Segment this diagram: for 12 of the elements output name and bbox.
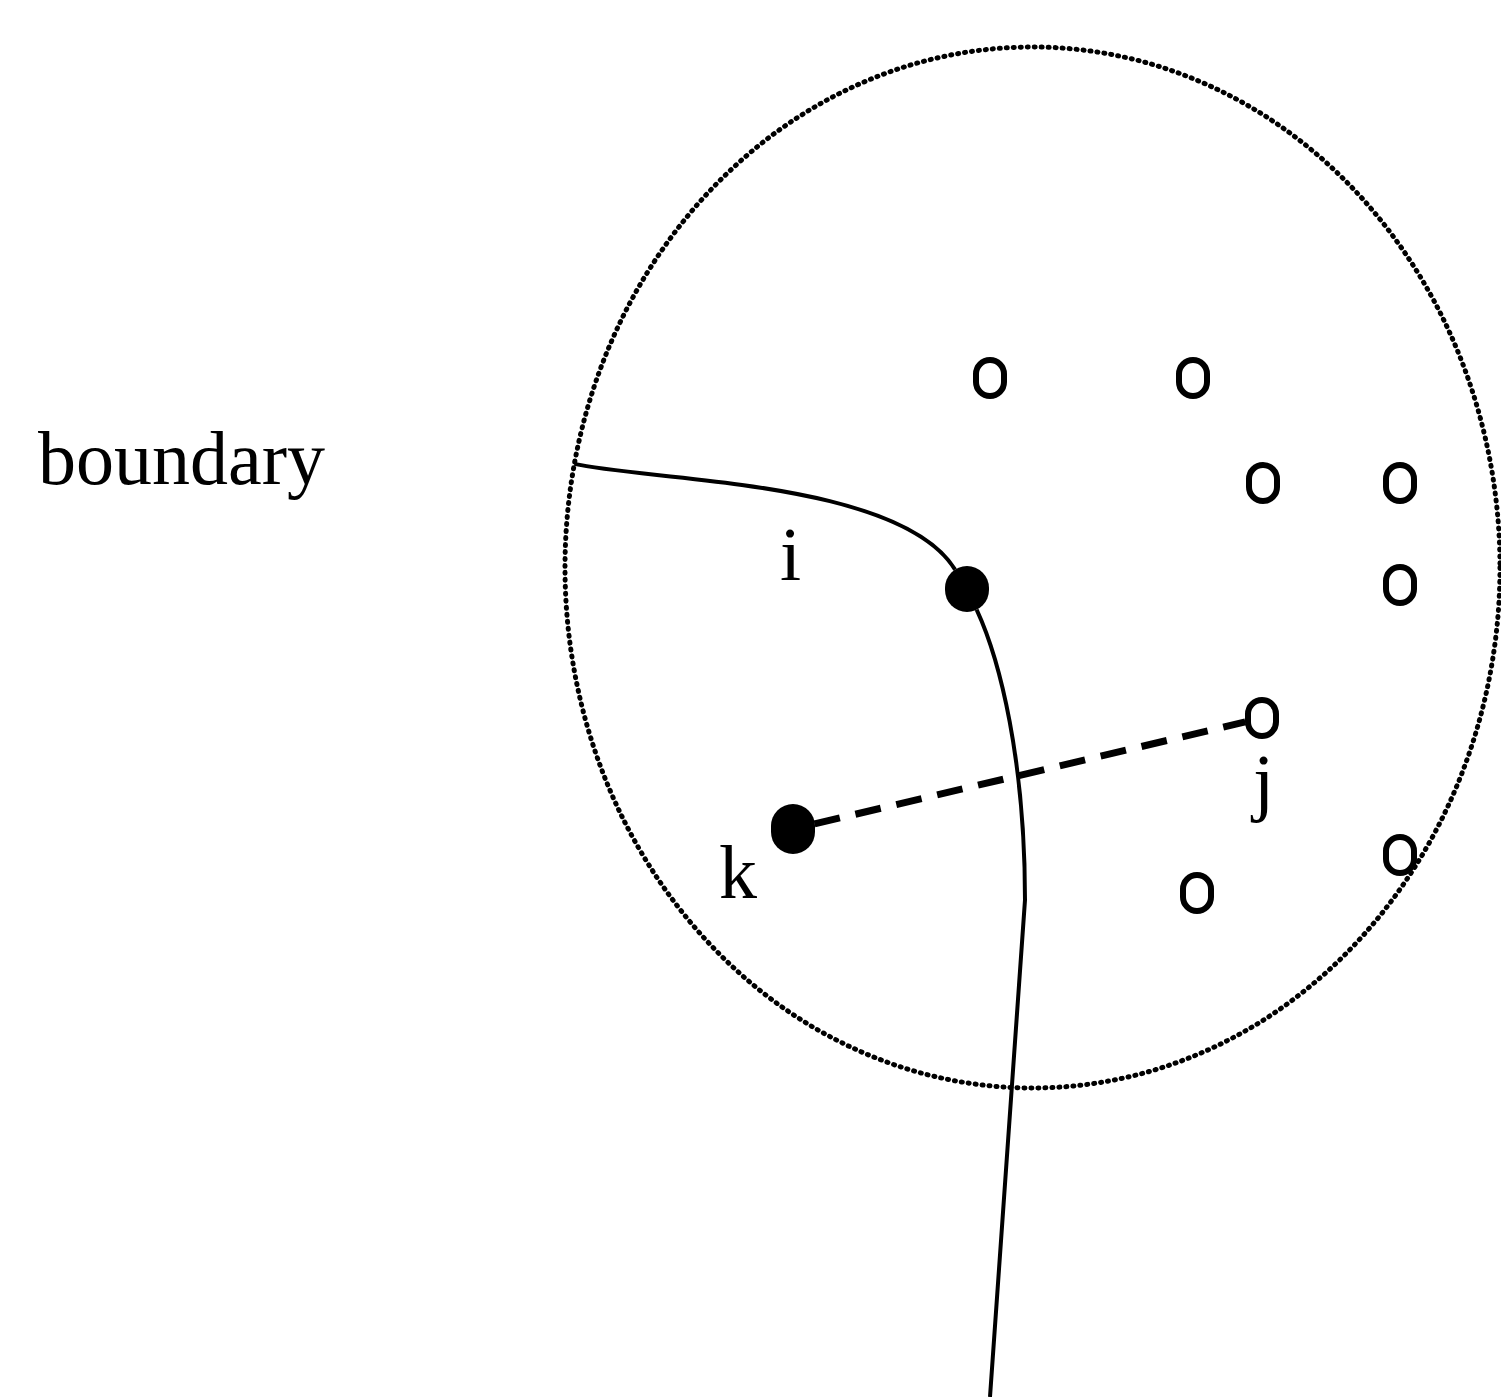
open-point <box>1383 834 1417 876</box>
open-point <box>1180 872 1214 914</box>
point-label: k <box>719 834 757 910</box>
curve-line <box>974 608 1027 1397</box>
dashed-line <box>813 718 1247 828</box>
open-point <box>973 357 1007 399</box>
point-label: i <box>780 516 802 592</box>
open-point <box>1246 462 1280 504</box>
curve-line <box>574 461 957 571</box>
open-point <box>1383 564 1417 606</box>
open-point <box>1176 357 1210 399</box>
open-point <box>1383 462 1417 504</box>
